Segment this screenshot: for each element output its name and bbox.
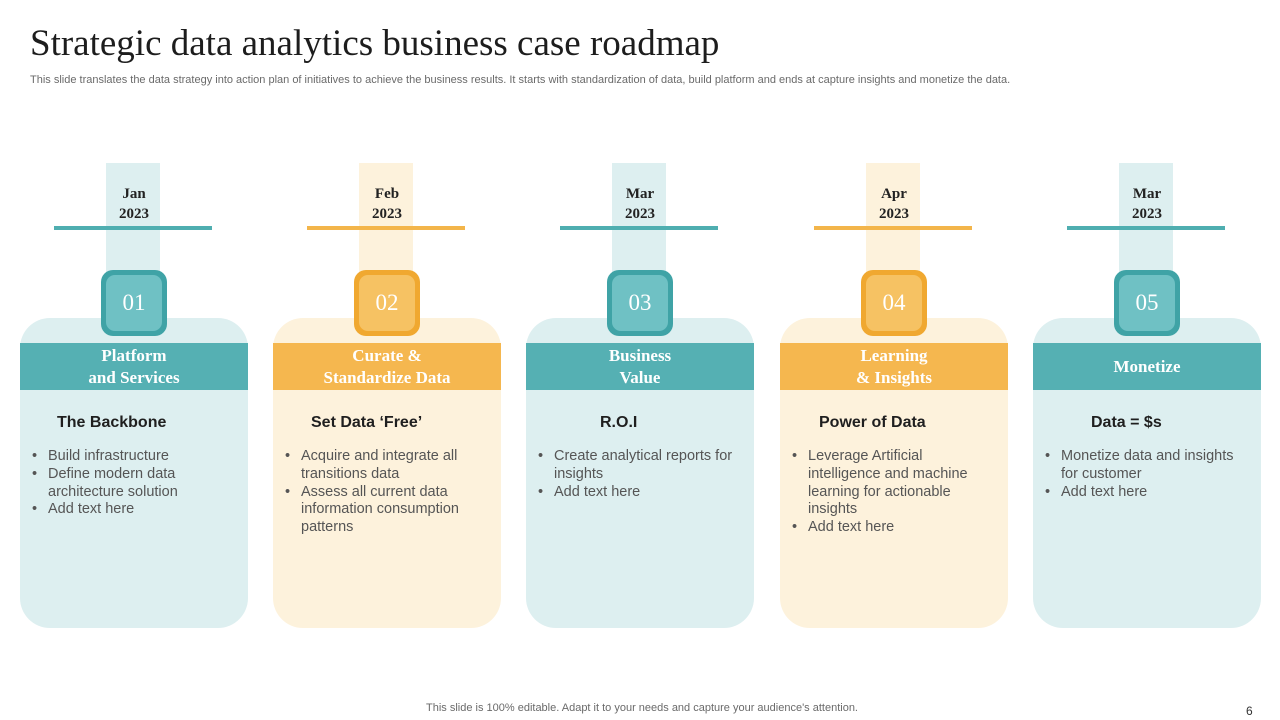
step-number-badge: 02 [354, 270, 420, 336]
step-label-line-1: Business [608, 345, 672, 365]
step-number-badge: 04 [861, 270, 927, 336]
step-year: 2023 [879, 206, 909, 222]
step-bullets: Leverage Artificial intelligence and mac… [790, 448, 990, 537]
page-subtitle: This slide translates the data strategy … [30, 74, 1011, 86]
step-label-line-2: Standardize Data [323, 367, 451, 387]
step-bullets: Create analytical reports for insights A… [536, 448, 736, 501]
step-year: 2023 [625, 206, 655, 222]
step-number-badge: 01 [101, 270, 167, 336]
step-month: Feb [374, 186, 400, 202]
step-number: 05 [1119, 275, 1175, 331]
date-underline [54, 226, 212, 230]
step-label: Curate & Standardize Data [273, 343, 501, 390]
step-bullets: Acquire and integrate all transitions da… [283, 448, 483, 537]
date-underline [1067, 226, 1225, 230]
bullet-item: Add text here [30, 501, 230, 519]
step-heading: Power of Data [819, 414, 926, 431]
footer-note: This slide is 100% editable. Adapt it to… [426, 702, 858, 714]
step-bullets: Monetize data and insights for customer … [1043, 448, 1243, 501]
date-underline [560, 226, 718, 230]
step-label-line-1: Platform [101, 345, 167, 365]
step-heading: The Backbone [57, 414, 167, 431]
bullet-item: Add text here [1043, 484, 1243, 502]
bullet-item: Create analytical reports for insights [536, 448, 736, 484]
step-label: Platform and Services [20, 343, 248, 390]
roadmap-step-3: Mar 2023 Business Value 03 R.O.I Create … [526, 160, 754, 630]
step-label-line-2: and Services [88, 367, 180, 387]
step-heading: R.O.I [600, 414, 638, 431]
step-label-line-1: Learning [860, 345, 928, 365]
step-date: Mar 2023 [526, 184, 754, 224]
step-number: 02 [359, 275, 415, 331]
step-label-line-2: Value [619, 367, 661, 387]
bullet-item: Define modern data architecture solution [30, 466, 230, 502]
roadmap-step-2: Feb 2023 Curate & Standardize Data 02 Se… [273, 160, 501, 630]
step-label: Business Value [526, 343, 754, 390]
step-month: Mar [1132, 186, 1162, 202]
date-underline [814, 226, 972, 230]
date-underline [307, 226, 465, 230]
roadmap-step-1: Jan 2023 Platform and Services 01 The Ba… [20, 160, 248, 630]
step-number-badge: 03 [607, 270, 673, 336]
roadmap-step-4: Apr 2023 Learning & Insights 04 Power of… [780, 160, 1008, 630]
step-month: Jan [122, 186, 146, 202]
bullet-item: Monetize data and insights for customer [1043, 448, 1243, 484]
page-number: 6 [1246, 704, 1253, 718]
step-label-line-1: Curate & [352, 345, 422, 365]
roadmap-step-5: Mar 2023 Monetize 05 Data = $s Monetize … [1033, 160, 1261, 630]
step-month: Mar [625, 186, 655, 202]
step-label-line-1: Monetize [1113, 356, 1181, 376]
step-date: Jan 2023 [20, 184, 248, 224]
step-year: 2023 [119, 206, 149, 222]
bullet-item: Assess all current data information cons… [283, 484, 483, 537]
page-title: Strategic data analytics business case r… [30, 23, 720, 64]
step-number: 01 [106, 275, 162, 331]
step-label: Monetize [1033, 343, 1261, 390]
step-year: 2023 [1132, 206, 1162, 222]
bullet-item: Add text here [790, 519, 990, 537]
step-date: Mar 2023 [1033, 184, 1261, 224]
step-heading: Data = $s [1091, 414, 1162, 431]
step-date: Feb 2023 [273, 184, 501, 224]
step-label: Learning & Insights [780, 343, 1008, 390]
step-number-badge: 05 [1114, 270, 1180, 336]
step-heading: Set Data ‘Free’ [311, 414, 423, 431]
bullet-item: Acquire and integrate all transitions da… [283, 448, 483, 484]
bullet-item: Add text here [536, 484, 736, 502]
step-number: 03 [612, 275, 668, 331]
bullet-item: Build infrastructure [30, 448, 230, 466]
step-bullets: Build infrastructure Define modern data … [30, 448, 230, 519]
step-date: Apr 2023 [780, 184, 1008, 224]
step-month: Apr [881, 186, 907, 202]
step-number: 04 [866, 275, 922, 331]
step-label-line-2: & Insights [855, 367, 933, 387]
step-year: 2023 [372, 206, 402, 222]
bullet-item: Leverage Artificial intelligence and mac… [790, 448, 990, 519]
